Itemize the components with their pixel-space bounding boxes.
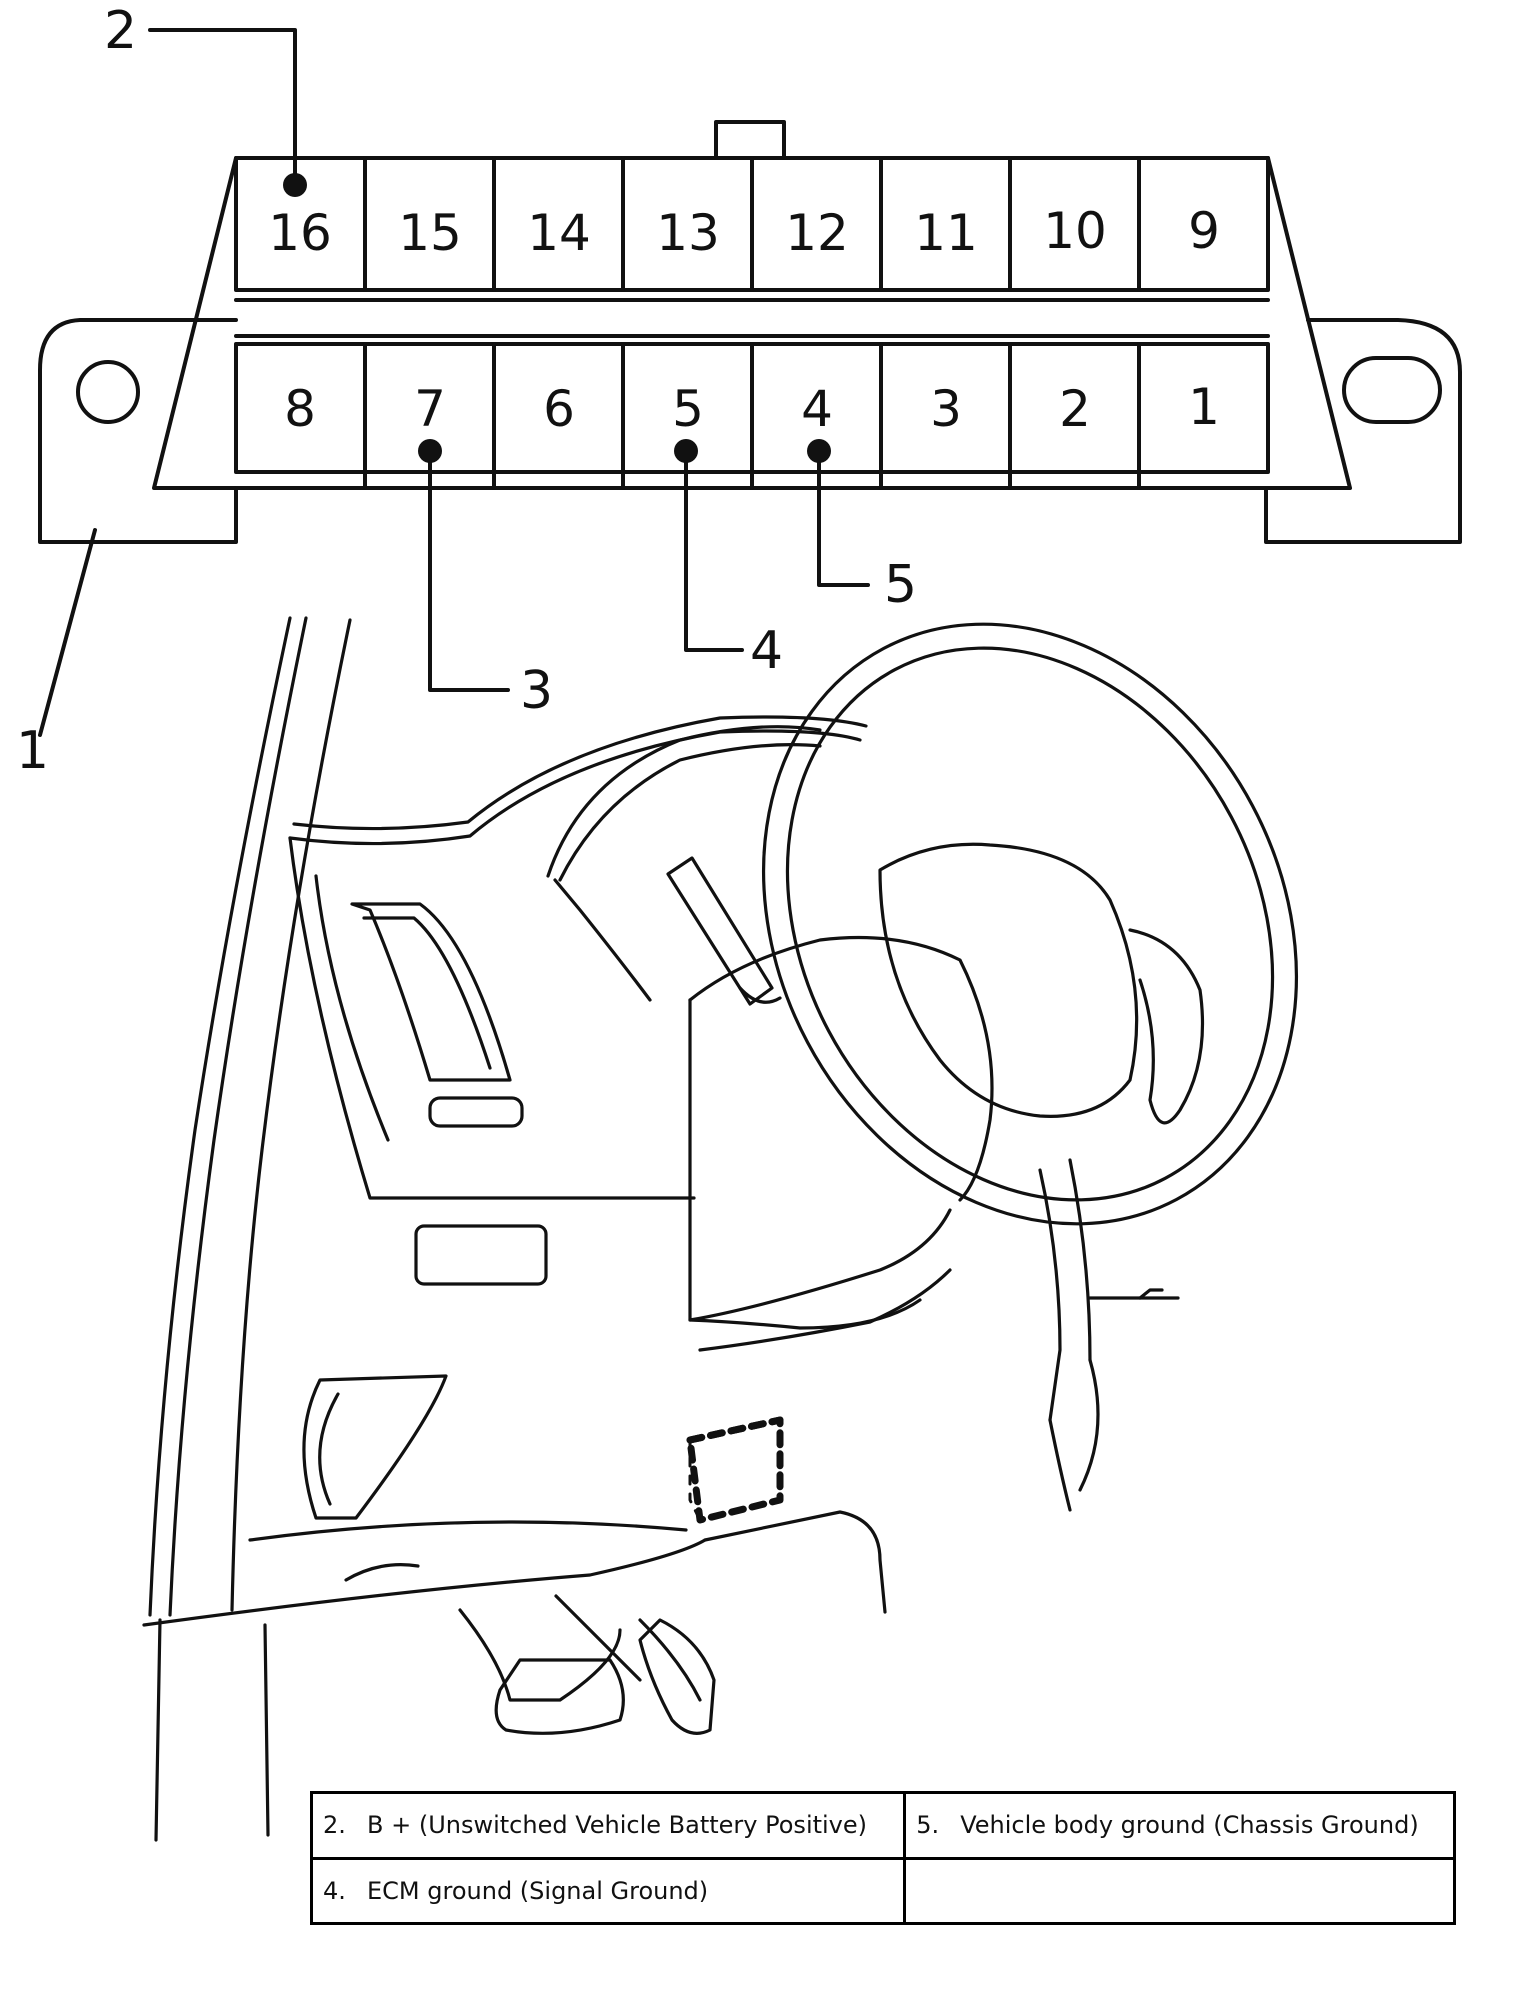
pin-16-dot [283, 173, 307, 197]
left-mount-hole [76, 360, 140, 424]
right-mount-slot [1342, 356, 1442, 424]
legend-row: 2. B + (Unswitched Vehicle Battery Positi… [309, 1791, 1456, 1860]
pin-7-dot [418, 439, 442, 463]
pin-label: 12 [785, 204, 849, 262]
callout-3: 3 [520, 661, 553, 721]
callout-leaders [38, 28, 870, 737]
callout-2: 2 [104, 1, 137, 61]
pin-label: 13 [656, 204, 720, 262]
callout-1: 1 [16, 721, 49, 781]
pin-label: 11 [914, 204, 978, 262]
callout-labels: 2 1 3 4 5 [16, 1, 917, 781]
dashboard-illustration [142, 616, 1298, 1842]
legend-number: 2. [323, 1811, 346, 1840]
right-mount-ear [1264, 318, 1462, 544]
pin-label: 9 [1188, 202, 1220, 260]
pin-label: 6 [543, 380, 575, 438]
connector-location-marker [686, 1416, 784, 1524]
pin-label: 8 [284, 380, 316, 438]
top-pin-labels: 16 15 14 13 12 11 10 9 [268, 202, 1220, 262]
leader-1 [38, 528, 97, 737]
pin-label: 4 [801, 380, 833, 438]
legend-number: 5. [916, 1811, 940, 1840]
pin-4-dot [807, 439, 831, 463]
pin-label: 7 [414, 380, 446, 438]
pin-label: 3 [930, 380, 962, 438]
callout-5: 5 [884, 555, 917, 615]
bottom-pin-labels: 8 7 6 5 4 3 2 1 [284, 378, 1220, 438]
legend-number: 4. [323, 1876, 346, 1905]
legend-row: 4. ECM ground (Signal Ground) [309, 1856, 1456, 1925]
legend-cell: 4. ECM ground (Signal Ground) [309, 1856, 907, 1925]
legend-text: Vehicle body ground (Chassis Ground) [960, 1811, 1419, 1840]
latch-tab [714, 120, 786, 160]
leader-3 [428, 453, 510, 692]
leader-2 [148, 28, 297, 187]
left-mount-ear [38, 318, 238, 544]
legend-cell: 2. B + (Unswitched Vehicle Battery Positi… [309, 1791, 907, 1860]
pin-label: 16 [268, 204, 332, 262]
leader-4 [684, 453, 744, 652]
legend-text: B + (Unswitched Vehicle Battery Positive… [367, 1811, 868, 1840]
pin-label: 15 [398, 204, 462, 262]
legend-cell [903, 1856, 1456, 1925]
legend-table: 2. B + (Unswitched Vehicle Battery Positi… [309, 1791, 1456, 1925]
pin-label: 1 [1188, 378, 1220, 436]
pin-label: 10 [1043, 202, 1107, 260]
pin-markers [283, 173, 831, 463]
pin-5-dot [674, 439, 698, 463]
leader-5 [817, 453, 870, 587]
pin-label: 14 [527, 204, 591, 262]
obd-connector [38, 120, 1462, 544]
pin-label: 5 [672, 380, 704, 438]
callout-4: 4 [750, 621, 783, 681]
pin-label: 2 [1059, 380, 1091, 438]
legend-cell: 5. Vehicle body ground (Chassis Ground) [903, 1791, 1456, 1860]
legend-text: ECM ground (Signal Ground) [367, 1876, 709, 1905]
